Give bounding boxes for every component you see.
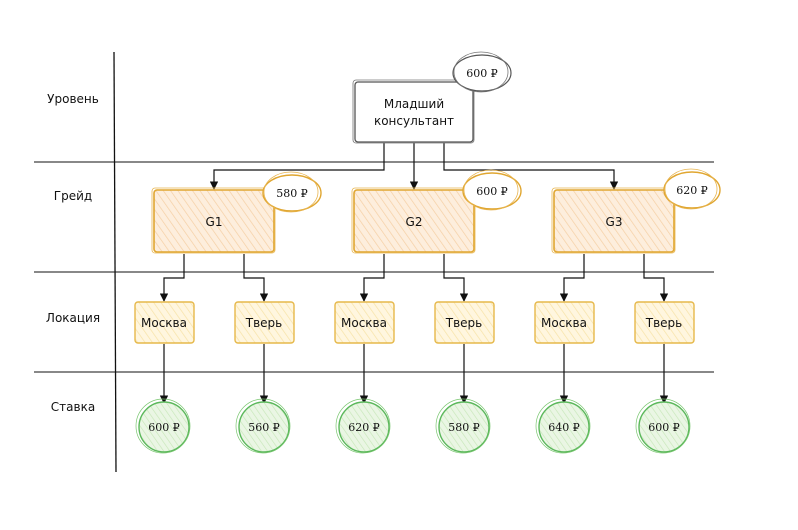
- row-label-rate: Ставка: [51, 400, 95, 414]
- connector-g1-moscow: [159, 254, 185, 302]
- rate-text-g3-moscow: 640 ₽: [548, 421, 580, 434]
- location-box-g3-tver: [634, 301, 695, 344]
- grade-price-sketch-g3: [664, 168, 718, 210]
- rate-circle-sketch-g1-tver: [235, 398, 291, 454]
- grade-price-text-g2: 600 ₽: [476, 185, 508, 198]
- root-node-sketch-outline: [352, 79, 475, 144]
- location-label-g3-tver: Тверь: [645, 316, 682, 330]
- rate-circle-g1-moscow: [138, 401, 190, 453]
- row-labels: Уровень Грейд Локация Ставка: [46, 92, 100, 414]
- location-label-g1-tver: Тверь: [245, 316, 282, 330]
- connector-root-g3: [443, 143, 619, 190]
- grade-price-sketch-g2: [463, 169, 519, 211]
- location-node-g1-tver[interactable]: Тверь: [234, 301, 295, 344]
- location-label-g3-moscow: Москва: [541, 316, 587, 330]
- grade-node-g2[interactable]: G2: [351, 187, 476, 254]
- root-node-label-line2: консультант: [374, 114, 454, 128]
- root-node-label-line1: Младший: [384, 97, 444, 111]
- grade-price-text-g3: 620 ₽: [676, 184, 708, 197]
- rate-node-g1-moscow: 600 ₽: [135, 398, 191, 454]
- connectors-grades: [159, 254, 669, 302]
- location-node-g2-tver[interactable]: Тверь: [434, 301, 495, 344]
- location-node-g2-moscow[interactable]: Москва: [334, 301, 395, 344]
- rate-circle-g3-tver: [638, 401, 690, 453]
- lane-divider-vertical: [113, 51, 117, 473]
- grade-box-g2-sketch: [351, 187, 476, 254]
- location-label-g1-moscow: Москва: [141, 316, 187, 330]
- rate-node-g3-moscow: 640 ₽: [535, 398, 591, 454]
- grade-label-g2: G2: [406, 215, 423, 229]
- rate-circle-sketch-g2-moscow: [335, 398, 391, 454]
- rate-text-g1-tver: 560 ₽: [248, 421, 280, 434]
- grade-box-g2: [353, 189, 475, 253]
- grade-price-circle-g2: [462, 172, 522, 210]
- location-label-g2-tver: Тверь: [445, 316, 482, 330]
- rate-circle-g3-moscow: [538, 401, 590, 453]
- rate-circle-sketch-g1-moscow: [135, 398, 191, 454]
- location-box-g2-moscow: [334, 301, 395, 344]
- row-label-grade: Грейд: [54, 189, 92, 203]
- grade-node-g1[interactable]: G1: [151, 187, 276, 254]
- rate-node-g3-tver: 600 ₽: [635, 398, 691, 454]
- location-node-g3-tver[interactable]: Тверь: [634, 301, 695, 344]
- rate-node-g2-tver: 580 ₽: [435, 398, 491, 454]
- location-node-g1-moscow[interactable]: Москва: [134, 301, 195, 344]
- rate-node-g1-tver: 560 ₽: [235, 398, 291, 454]
- grade-price-sketch-g1: [263, 171, 319, 213]
- swimlane-grid: [34, 51, 714, 473]
- row-label-location: Локация: [46, 311, 100, 325]
- grade-price-text-g1: 580 ₽: [276, 187, 308, 200]
- connectors-locations: [159, 344, 669, 404]
- connector-g3-moscow: [559, 254, 585, 302]
- row-label-level: Уровень: [47, 92, 99, 106]
- grade-box-g1: [153, 189, 275, 253]
- rate-circle-g2-moscow: [338, 401, 390, 453]
- grade-price-circle-g1: [262, 174, 322, 212]
- rate-text-g3-tver: 600 ₽: [648, 421, 680, 434]
- root-price-circle: [452, 54, 512, 92]
- root-price-sketch-outline: [453, 51, 509, 93]
- grade-price-badge-g2: 600 ₽: [462, 169, 522, 211]
- root-price-text: 600 ₽: [466, 67, 498, 80]
- connector-g1-tver: [243, 254, 269, 302]
- grade-box-g3: [553, 189, 675, 253]
- grade-box-g1-sketch: [151, 187, 276, 254]
- root-node-box: [354, 81, 474, 143]
- grade-label-g1: G1: [206, 215, 223, 229]
- rate-text-g2-tver: 580 ₽: [448, 421, 480, 434]
- grade-box-g3-sketch: [551, 187, 676, 254]
- rate-circle-sketch-g3-tver: [635, 398, 691, 454]
- location-box-g1-moscow: [134, 301, 195, 344]
- grade-price-badge-g3: 620 ₽: [663, 168, 721, 210]
- connector-g2-moscow: [359, 254, 385, 302]
- rate-circle-sketch-g2-tver: [435, 398, 491, 454]
- root-price-badge: 600 ₽: [452, 51, 512, 93]
- grade-price-circle-g3: [663, 171, 721, 209]
- connectors-root: [209, 143, 619, 190]
- rate-node-g2-moscow: 620 ₽: [335, 398, 391, 454]
- grade-node-g3[interactable]: G3: [551, 187, 676, 254]
- rate-circle-g2-tver: [438, 401, 490, 453]
- grade-label-g3: G3: [606, 215, 623, 229]
- location-box-g1-tver: [234, 301, 295, 344]
- connector-root-g1: [209, 143, 385, 190]
- rate-text-g1-moscow: 600 ₽: [148, 421, 180, 434]
- connector-g3-tver: [643, 254, 669, 302]
- connector-g2-tver: [443, 254, 469, 302]
- location-label-g2-moscow: Москва: [341, 316, 387, 330]
- rate-circle-g1-tver: [238, 401, 290, 453]
- location-node-g3-moscow[interactable]: Москва: [534, 301, 595, 344]
- rate-text-g2-moscow: 620 ₽: [348, 421, 380, 434]
- location-box-g3-moscow: [534, 301, 595, 344]
- location-box-g2-tver: [434, 301, 495, 344]
- root-node[interactable]: Младший консультант: [352, 79, 475, 144]
- rate-circle-sketch-g3-moscow: [535, 398, 591, 454]
- grade-price-badge-g1: 580 ₽: [262, 171, 322, 213]
